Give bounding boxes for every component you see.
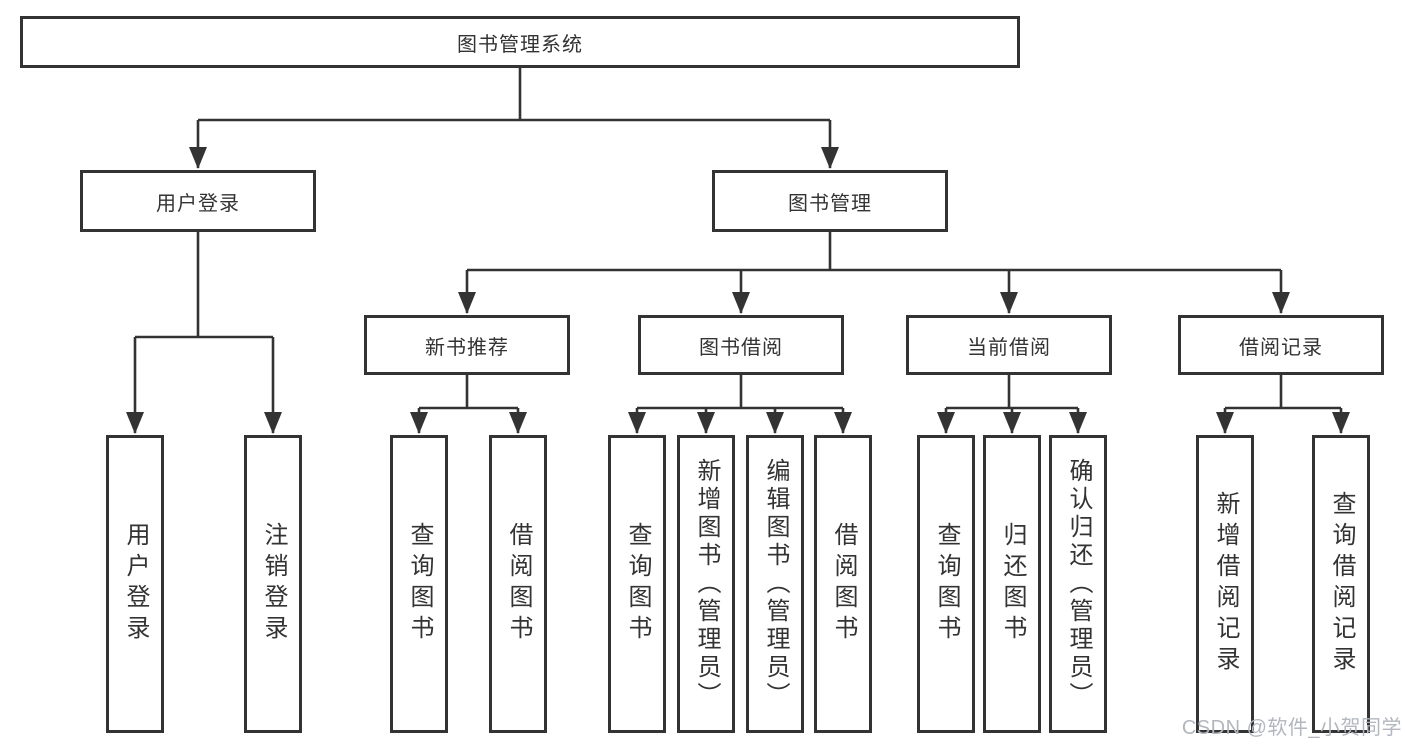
leaf-recommend-query-book: 查询图书 — [390, 435, 448, 733]
node-borrow-records: 借阅记录 — [1178, 315, 1384, 375]
leaf-current-confirm-return-admin: 确认归还（管理员） — [1049, 435, 1107, 733]
leaf-borrow-borrow-book: 借阅图书 — [814, 435, 872, 733]
leaf-current-return-book: 归还图书 — [983, 435, 1041, 733]
node-user-login: 用户登录 — [80, 170, 316, 232]
leaf-recommend-borrow-book: 借阅图书 — [489, 435, 547, 733]
node-library-system: 图书管理系统 — [20, 16, 1020, 68]
node-new-book-recommend: 新书推荐 — [364, 315, 570, 375]
leaf-records-query-record: 查询借阅记录 — [1312, 435, 1370, 733]
leaf-borrow-query-book: 查询图书 — [608, 435, 666, 733]
leaf-current-query-book: 查询图书 — [917, 435, 975, 733]
csdn-watermark: CSDN @软件_小贺同学 — [1181, 717, 1402, 739]
node-book-management: 图书管理 — [712, 170, 948, 232]
node-current-borrow: 当前借阅 — [906, 315, 1112, 375]
leaf-user-login: 用户登录 — [106, 435, 164, 733]
leaf-borrow-add-book-admin: 新增图书（管理员） — [677, 435, 735, 733]
leaf-records-add-record: 新增借阅记录 — [1196, 435, 1254, 733]
leaf-borrow-edit-book-admin: 编辑图书（管理员） — [746, 435, 804, 733]
leaf-logout: 注销登录 — [244, 435, 302, 733]
node-book-borrow: 图书借阅 — [638, 315, 844, 375]
